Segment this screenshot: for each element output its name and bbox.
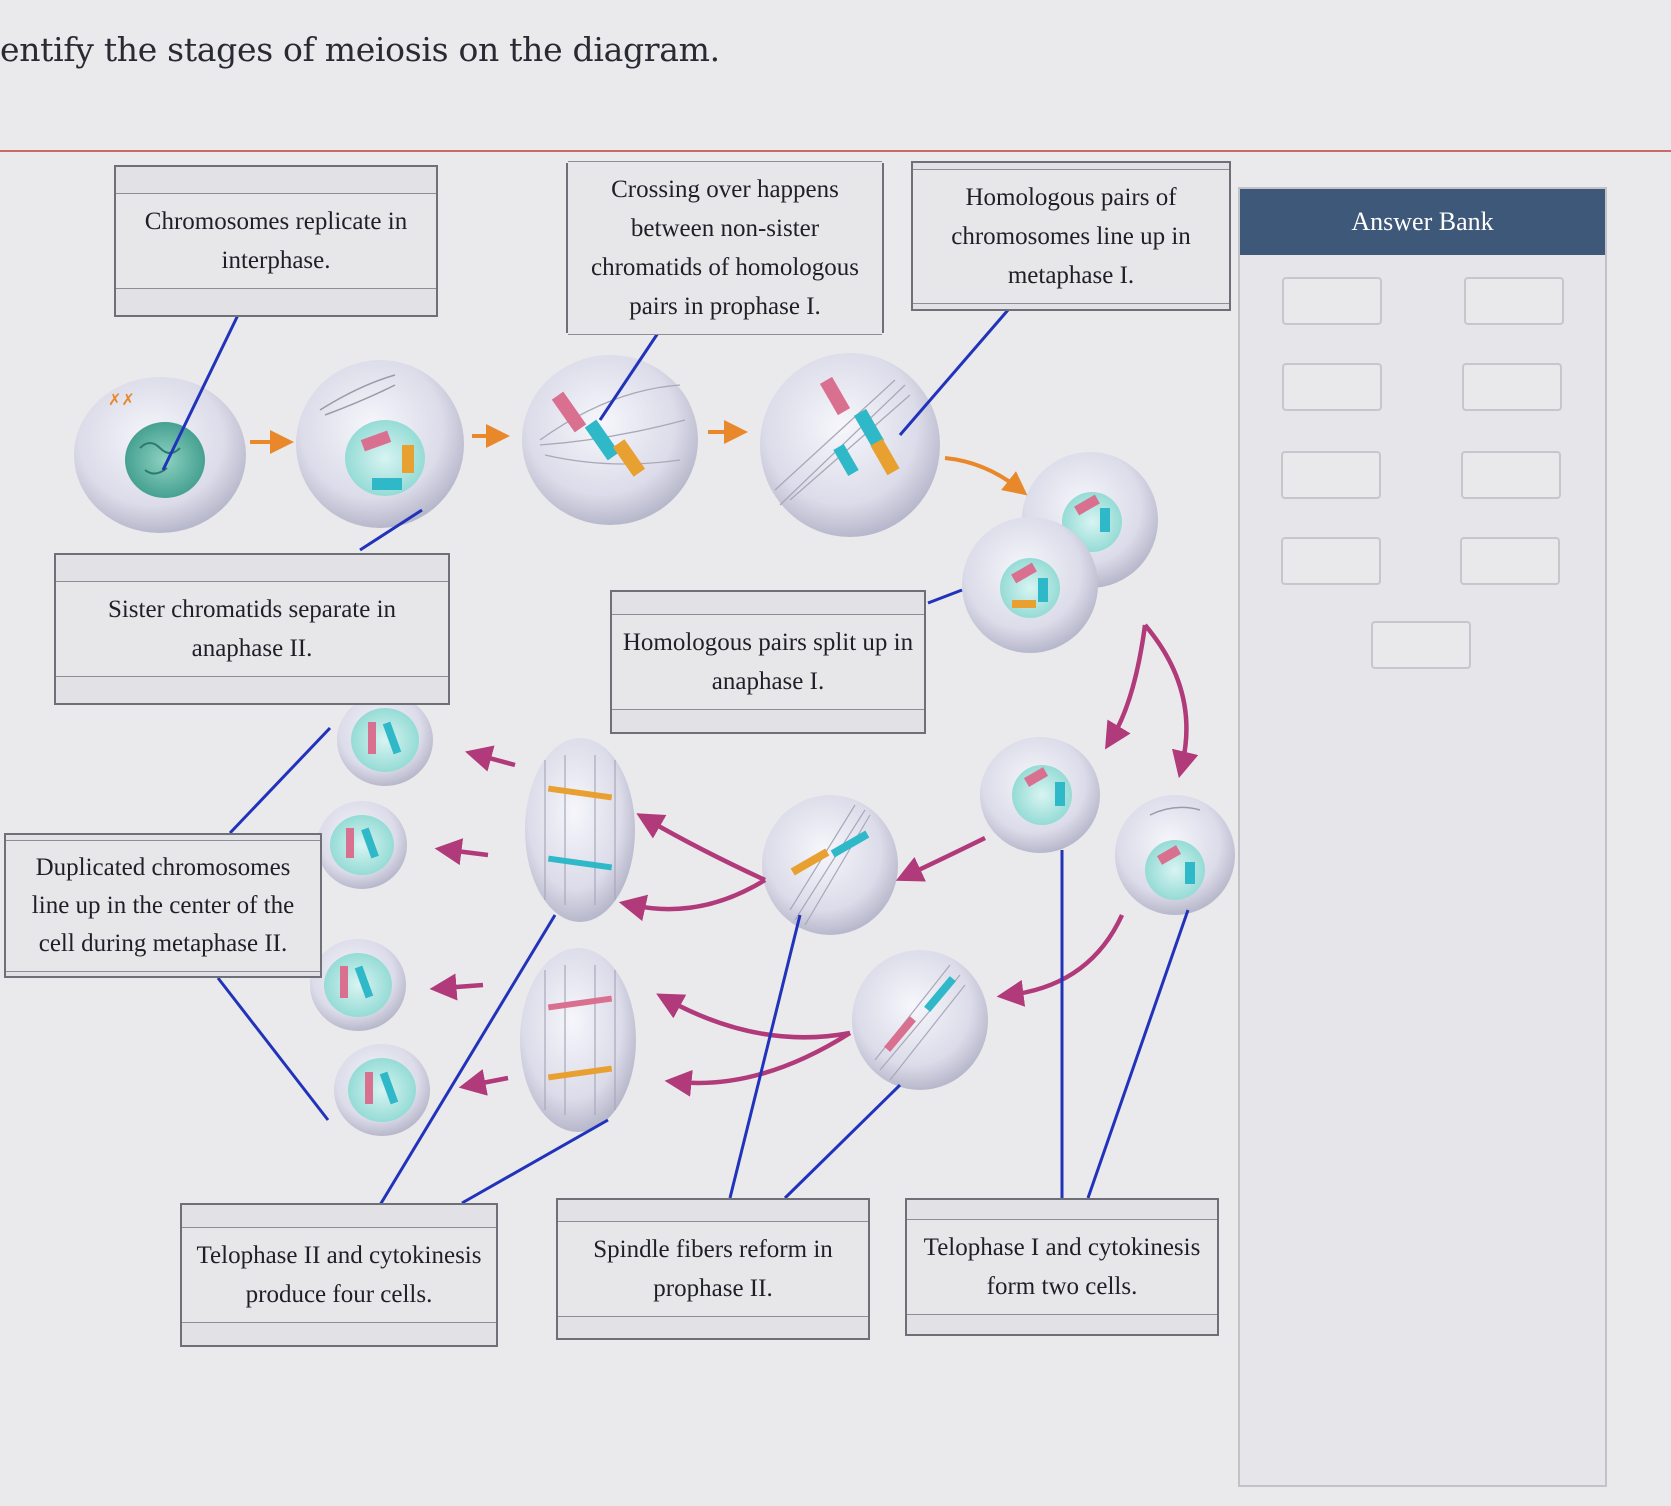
flow-arrows — [250, 420, 1028, 496]
answer-slot[interactable] — [1462, 363, 1562, 411]
interphase-cell: ✗✗ — [74, 377, 246, 533]
label-prophase2[interactable]: Spindle fibers reform in prophase II. — [556, 1198, 870, 1340]
prophase2-cells — [980, 737, 1235, 915]
return-arrows — [429, 623, 1199, 1097]
prophase1-crossover-cell — [522, 355, 698, 525]
metaphase1-cell — [760, 353, 940, 537]
label-anaphase1[interactable]: Homologous pairs split up in anaphase I. — [610, 590, 926, 734]
answer-slot[interactable] — [1461, 451, 1561, 499]
instruction-text: entify the stages of meiosis on the diag… — [0, 30, 720, 69]
label-prophase1-text: Crossing over happens between non-sister… — [568, 161, 882, 335]
answer-slot[interactable] — [1281, 451, 1381, 499]
answer-slot[interactable] — [1460, 537, 1560, 585]
metaphase2-cells — [762, 795, 988, 1090]
anaphase2-cells — [520, 738, 636, 1132]
header-divider — [0, 150, 1671, 152]
label-interphase[interactable]: Chromosomes replicate in interphase. — [114, 165, 438, 317]
label-metaphase2[interactable]: Duplicated chromosomes line up in the ce… — [4, 833, 322, 978]
answer-slot[interactable] — [1282, 277, 1382, 325]
answer-slot[interactable] — [1464, 277, 1564, 325]
answer-slot[interactable] — [1282, 363, 1382, 411]
label-prophase1[interactable]: Crossing over happens between non-sister… — [566, 161, 884, 335]
leader-lines — [161, 309, 1190, 1206]
prophase1-cell — [296, 360, 464, 528]
label-telophase1-text: Telophase I and cytokinesis form two cel… — [907, 1219, 1217, 1315]
label-telophase1[interactable]: Telophase I and cytokinesis form two cel… — [905, 1198, 1219, 1336]
label-interphase-text: Chromosomes replicate in interphase. — [116, 193, 436, 289]
label-prophase2-text: Spindle fibers reform in prophase II. — [558, 1221, 868, 1317]
label-metaphase1[interactable]: Homologous pairs of chromosomes line up … — [911, 161, 1231, 311]
answer-bank-title: Answer Bank — [1240, 189, 1605, 255]
telophase2-cells — [310, 694, 433, 1136]
label-telophase2[interactable]: Telophase II and cytokinesis produce fou… — [180, 1203, 498, 1347]
telophase1-cells — [962, 452, 1158, 653]
answer-bank-panel: Answer Bank — [1238, 187, 1607, 1487]
label-telophase2-text: Telophase II and cytokinesis produce fou… — [182, 1227, 496, 1323]
answer-slot[interactable] — [1281, 537, 1381, 585]
label-metaphase2-text: Duplicated chromosomes line up in the ce… — [6, 839, 320, 972]
label-metaphase1-text: Homologous pairs of chromosomes line up … — [913, 168, 1229, 304]
label-anaphase2[interactable]: Sister chromatids separate in anaphase I… — [54, 553, 450, 705]
label-anaphase2-text: Sister chromatids separate in anaphase I… — [56, 581, 448, 677]
answer-slot[interactable] — [1371, 621, 1471, 669]
label-anaphase1-text: Homologous pairs split up in anaphase I. — [612, 614, 924, 710]
svg-text:✗✗: ✗✗ — [108, 390, 135, 409]
